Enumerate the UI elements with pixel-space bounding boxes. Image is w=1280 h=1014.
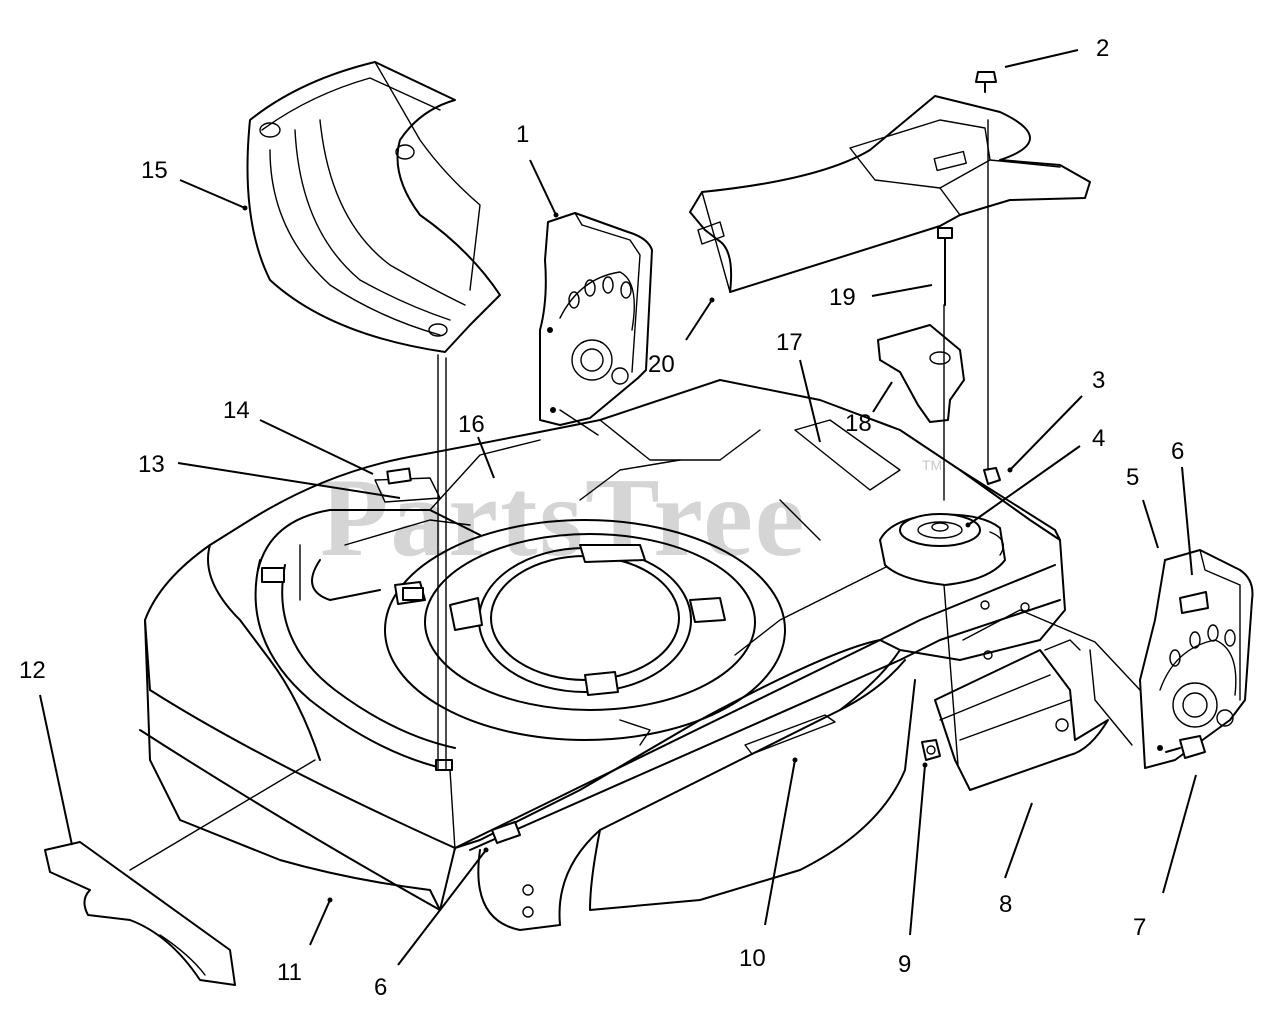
part-15-discharge-chute	[246, 61, 501, 353]
callout-1: 1	[516, 121, 529, 148]
callout-15: 15	[141, 157, 168, 184]
part-1-left-bracket	[539, 212, 653, 436]
callout-5: 5	[1126, 464, 1139, 491]
callout-2: 2	[1096, 35, 1109, 62]
callout-14: 14	[223, 397, 250, 424]
watermark-trademark: TM	[922, 457, 942, 473]
callout-labels: 1 2 3 4 5 6 6 7 8 9 10 11 12 13 14 15 16…	[19, 35, 1184, 1001]
callout-7: 7	[1133, 914, 1146, 941]
part-12-decal	[44, 841, 236, 986]
callout-19: 19	[829, 284, 856, 311]
mower-deck-housing	[139, 379, 1066, 931]
part-2-bolt	[975, 71, 997, 93]
part-3-nut	[983, 467, 1001, 485]
callout-3: 3	[1092, 367, 1105, 394]
part-9-nut	[921, 739, 941, 761]
part-18-bracket	[877, 324, 965, 423]
callout-18: 18	[845, 410, 872, 437]
part-7-bolt	[1165, 735, 1206, 759]
callout-10: 10	[739, 945, 766, 972]
part-5-right-bracket	[1139, 549, 1254, 769]
callout-8: 8	[999, 891, 1012, 918]
part-20-rear-cover	[689, 95, 1091, 293]
callout-16: 16	[458, 411, 485, 438]
assembly-guide-lines	[129, 119, 1141, 871]
part-19-bolt	[937, 227, 953, 306]
callout-6: 6	[1171, 438, 1184, 465]
part-4-pulley	[879, 513, 1006, 586]
callout-4: 4	[1092, 425, 1105, 452]
callout-leaders	[39, 49, 1197, 966]
callout-13: 13	[138, 451, 165, 478]
callout-12: 12	[19, 657, 46, 684]
callout-9: 9	[898, 951, 911, 978]
callout-17: 17	[776, 329, 803, 356]
part-8-rear-deflector	[934, 639, 1109, 791]
callout-20: 20	[648, 351, 675, 378]
callout-11: 11	[277, 959, 302, 986]
callout-6: 6	[374, 974, 387, 1001]
